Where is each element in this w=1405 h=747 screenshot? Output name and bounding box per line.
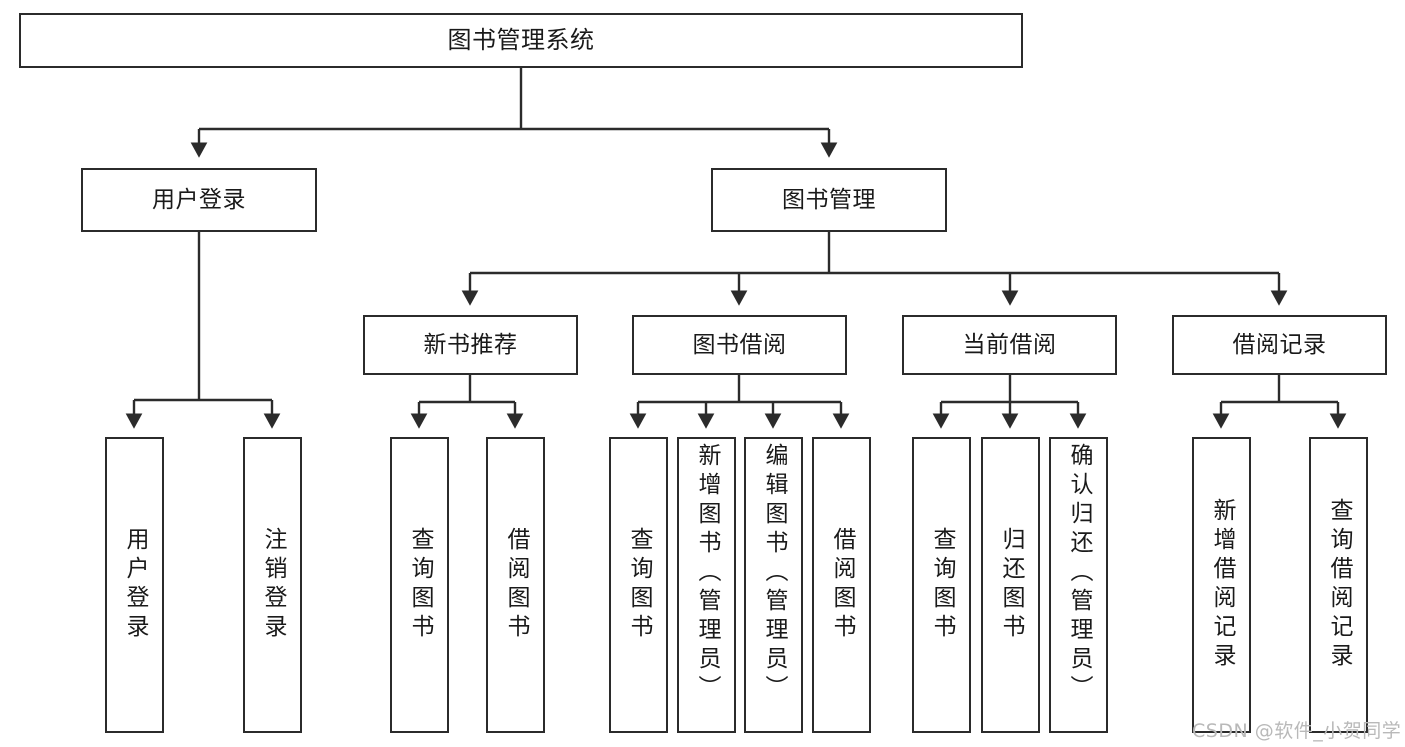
node-label: 查询图书: [407, 527, 433, 643]
node-label: 图书管理系统: [447, 25, 595, 54]
node-label: 新书推荐: [423, 331, 518, 358]
node-label: 注销登录: [260, 527, 286, 643]
leaf-edit-book-admin[interactable]: 编辑图书（管理员）: [744, 437, 803, 733]
leaf-logout-login[interactable]: 注销登录: [243, 437, 302, 733]
node-label: 图书借阅: [692, 331, 787, 358]
node-label: 查询图书: [626, 527, 652, 643]
node-label: 借阅记录: [1232, 331, 1327, 358]
node-book-management[interactable]: 图书管理: [711, 168, 947, 232]
node-label: 新增借阅记录: [1209, 498, 1235, 672]
leaf-return-book[interactable]: 归还图书: [981, 437, 1040, 733]
node-label: 查询图书: [929, 527, 955, 643]
node-label: 用户登录: [122, 527, 148, 643]
node-label: 借阅图书: [829, 527, 855, 643]
leaf-user-login[interactable]: 用户登录: [105, 437, 164, 733]
leaf-confirm-return-admin[interactable]: 确认归还（管理员）: [1049, 437, 1108, 733]
leaf-query-book-borrow[interactable]: 查询图书: [609, 437, 668, 733]
node-label: 确认归还（管理员）: [1066, 443, 1092, 704]
leaf-add-borrow-record[interactable]: 新增借阅记录: [1192, 437, 1251, 733]
node-label: 当前借阅: [962, 331, 1057, 358]
leaf-borrow-book-borrow[interactable]: 借阅图书: [812, 437, 871, 733]
node-book-borrow[interactable]: 图书借阅: [632, 315, 847, 375]
leaf-borrow-book-recommend[interactable]: 借阅图书: [486, 437, 545, 733]
node-new-book-recommend[interactable]: 新书推荐: [363, 315, 578, 375]
node-label: 新增图书（管理员）: [694, 443, 720, 704]
node-borrow-record[interactable]: 借阅记录: [1172, 315, 1387, 375]
node-current-borrow[interactable]: 当前借阅: [902, 315, 1117, 375]
node-user-login[interactable]: 用户登录: [81, 168, 317, 232]
node-label: 借阅图书: [503, 527, 529, 643]
node-label: 归还图书: [998, 527, 1024, 643]
node-label: 用户登录: [152, 186, 246, 213]
node-label: 编辑图书（管理员）: [761, 443, 787, 704]
node-label: 查询借阅记录: [1326, 498, 1352, 672]
csdn-watermark: CSDN @软件_小贺同学: [1192, 720, 1402, 742]
node-root-system[interactable]: 图书管理系统: [19, 13, 1023, 68]
leaf-query-book-current[interactable]: 查询图书: [912, 437, 971, 733]
leaf-query-borrow-record[interactable]: 查询借阅记录: [1309, 437, 1368, 733]
leaf-query-book-recommend[interactable]: 查询图书: [390, 437, 449, 733]
node-label: 图书管理: [782, 186, 876, 213]
leaf-add-book-admin[interactable]: 新增图书（管理员）: [677, 437, 736, 733]
